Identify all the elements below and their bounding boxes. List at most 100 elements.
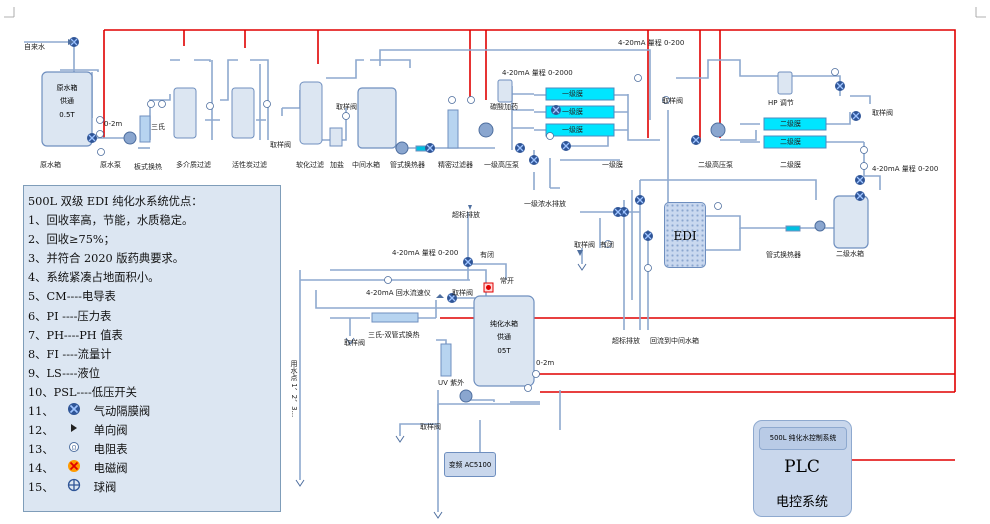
legend-panel: 500L 双级 EDI 纯化水系统优点： 1、回收率高，节能，水质稳定。 2、回收…: [23, 185, 281, 512]
legend-item-text: 13、: [28, 443, 54, 457]
tube-heat-exchanger-2: [785, 225, 801, 232]
over-drain-label: 超标排放: [452, 211, 480, 219]
diaphragm-valve-icon: [425, 143, 435, 153]
solenoid-valve-icon: [483, 282, 494, 293]
diaphragm-valve-icon: [643, 231, 653, 241]
raw-pump: [123, 131, 137, 145]
pure-pump: [459, 389, 473, 403]
return-flow-label: 4-20mA 回水流速仪: [366, 289, 431, 297]
carbon-filter-label: 活性炭过滤: [232, 161, 267, 169]
legend-title: 500L 双级 EDI 纯化水系统优点：: [28, 195, 203, 208]
multi-media-label: 多介质过滤: [176, 161, 211, 169]
legend-item: 9、LS----液位: [28, 364, 276, 383]
plate-hx-label: 板式换热: [134, 163, 162, 171]
legend-item: 6、PI ----压力表: [28, 307, 276, 326]
use-points-label: 用水点 1、2、3...: [290, 360, 298, 418]
page-corner-marks: [4, 7, 986, 18]
ro1-b-label: 一级膜: [562, 108, 583, 116]
tube-pump: [395, 141, 409, 155]
control-signal-lines: [103, 29, 956, 461]
hp-pump-2: [710, 122, 726, 138]
ball-valve-icon: [54, 478, 94, 498]
diaphragm-valve-icon: [691, 135, 701, 145]
scale-hx-label: 三氏-双管式换热: [368, 331, 420, 339]
precision-filter: [447, 109, 459, 149]
legend-item-text: 6、PI ----压力表: [28, 309, 112, 323]
ro2-a-label: 二级膜: [780, 120, 801, 128]
diaphragm-valve-icon: [561, 141, 571, 151]
sample-valve-4-label: 取样阀: [872, 109, 893, 117]
drain-open-label: 有闭: [600, 241, 614, 249]
legend-item: 1、回收率高，节能，水质稳定。: [28, 211, 276, 230]
legend-item: 5、CM----电导表: [28, 287, 276, 306]
ro1-a-label: 一级膜: [562, 90, 583, 98]
legend-item-text: 10、PSL----低压开关: [28, 385, 137, 399]
legend-item-text: 14、: [28, 462, 54, 476]
legend-item-text: 9、LS----液位: [28, 366, 101, 380]
svg-text:Ω: Ω: [71, 444, 76, 451]
check-valve-icon: [54, 421, 94, 441]
legend-item-text: 1、回收率高，节能，水质稳定。: [28, 214, 194, 228]
close-label: 有闭: [480, 251, 494, 259]
hp-pump-1: [478, 122, 494, 138]
ro-membranes: [545, 87, 827, 149]
sample-valve-7-label: 取样阀: [344, 339, 365, 347]
plc-system: 电控系统: [775, 495, 828, 510]
tube-hx-2-label: 管式换热器: [766, 251, 801, 259]
diaphragm-valve-icon: [635, 195, 645, 205]
ro2-tank: [833, 195, 869, 249]
diaphragm-valve-icon: [447, 293, 457, 303]
precision-filter-label: 精密过滤器: [438, 161, 473, 169]
hp-pump-1-label: 一级高压泵: [484, 161, 519, 169]
double-tube-heat-exchanger: [371, 312, 419, 323]
diaphragm-valve-icon: [54, 402, 94, 422]
hp-adjust-tank: [777, 71, 793, 95]
resistivity-meter-icon: Ω: [54, 440, 94, 460]
diaphragm-valve-icon: [851, 111, 861, 121]
diaphragm-valve-icon: [529, 155, 539, 165]
multi-media-filter: [173, 87, 197, 139]
raw-tank-label: 原水箱 供通 0.5T: [56, 84, 78, 119]
plc-name: PLC: [784, 457, 820, 477]
ro2-tank-label: 二级水箱: [836, 250, 864, 258]
ro2-b-label: 二级膜: [780, 138, 801, 146]
return-mid-label: 回流到中间水箱: [650, 337, 699, 345]
sample-valve-8-label: 取样阀: [420, 423, 441, 431]
hp-pump-2-label: 二级高压泵: [698, 161, 733, 169]
softener-filter: [299, 81, 323, 145]
legend-item: 7、PH----PH 值表: [28, 326, 276, 345]
diaphragm-valve-icon: [835, 81, 845, 91]
diaphragm-valve-icon: [855, 191, 865, 201]
pumps: [123, 122, 826, 403]
legend-item-desc: 电阻表: [93, 443, 128, 457]
flow-top-label: 4-20mA 量程 0-200: [618, 39, 685, 47]
salt-tank: [329, 127, 343, 147]
sample-valve-3-label: 取样阀: [662, 97, 683, 105]
uv-sterilizer: [440, 343, 452, 377]
legend-item: 2、回收≥75%；: [28, 230, 276, 249]
ro2-label: 二级膜: [780, 161, 801, 169]
legend-item: 8、FI ----流量计: [28, 345, 276, 364]
diaphragm-valves: [69, 37, 865, 303]
scale-inhibitor: [139, 115, 151, 143]
edi-module: EDI: [664, 202, 706, 268]
legend-item-text: 2、回收≥75%；: [28, 233, 115, 247]
legend-item: 13、 Ω 电阻表: [28, 440, 276, 459]
diaphragm-valve-icon: [87, 133, 97, 143]
level-switch-1-label: 4-20mA 量程 0-2000: [502, 69, 573, 77]
instrument-gauges: [96, 68, 868, 392]
legend-item: 4、系统紧凑占地面积小。: [28, 268, 276, 287]
legend-item-text: 7、PH----PH 值表: [28, 328, 123, 342]
raw-pump-label: 原水泵: [100, 161, 121, 169]
sample-valve-6-label: 取样阀: [452, 289, 473, 297]
legend-item-text: 4、系统紧凑占地面积小。: [28, 271, 160, 285]
legend-item-text: 8、FI ----流量计: [28, 347, 112, 361]
feed-water-label: 自来水: [24, 43, 45, 51]
legend-item: 12、单向阀: [28, 421, 276, 440]
dosing-tank: [497, 79, 513, 103]
edi-drain-label: 超标排放: [612, 337, 640, 345]
legend-item-desc: 电磁阀: [93, 462, 128, 476]
legend-item: 3、并符合 2020 版药典要求。: [28, 249, 276, 268]
diaphragm-valve-icon: [551, 105, 561, 115]
